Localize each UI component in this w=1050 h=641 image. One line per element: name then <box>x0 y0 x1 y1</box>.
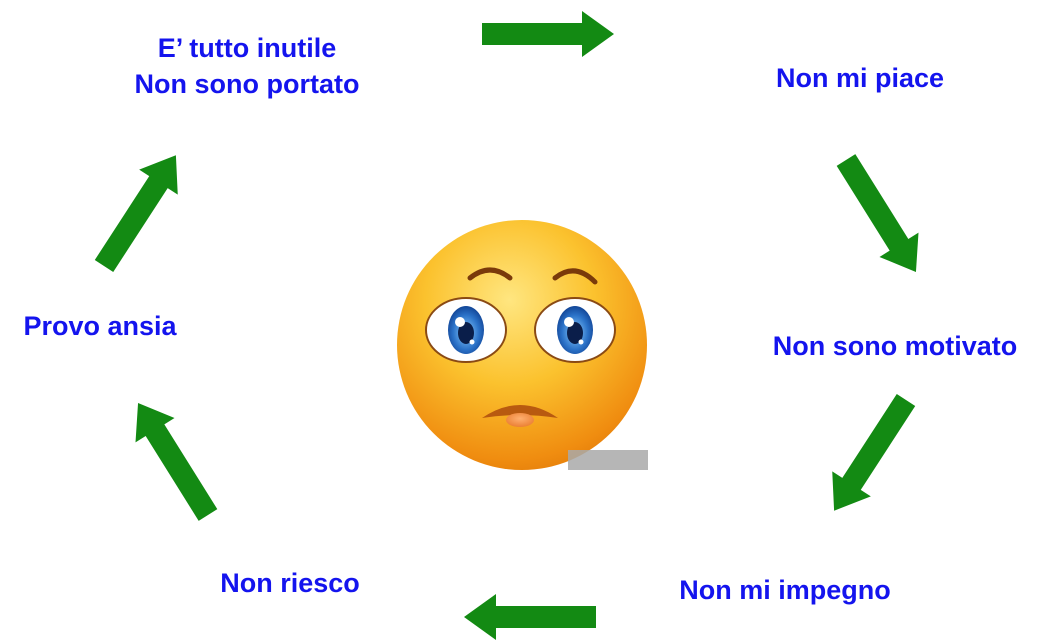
stage-label-line: Provo ansia <box>23 311 177 341</box>
stage-label-line: Non sono motivato <box>772 331 1018 361</box>
right-eyebrow <box>552 268 598 285</box>
stage-label-line: E’ tutto inutile <box>157 33 337 63</box>
mouth <box>482 405 558 418</box>
left-eyebrow <box>467 267 513 281</box>
stage-label-line: Non riesco <box>220 568 360 598</box>
stage-label-line: Non mi impegno <box>679 575 891 605</box>
stage-label-fail: Non riesco <box>180 565 400 601</box>
stage-label-no-effort: Non mi impegno <box>640 572 930 608</box>
stage-label-dislike: Non mi piace <box>740 60 980 96</box>
stage-label-anxiety: Provo ansia <box>0 308 200 344</box>
stage-label-line: Non sono portato <box>134 69 360 99</box>
image-watermark <box>568 450 648 470</box>
stage-label-useless: E’ tutto inutile Non sono portato <box>92 30 402 102</box>
stage-label-line: Non mi piace <box>775 63 945 93</box>
stage-label-unmotivated: Non sono motivato <box>740 328 1050 364</box>
face-circle <box>397 220 647 470</box>
